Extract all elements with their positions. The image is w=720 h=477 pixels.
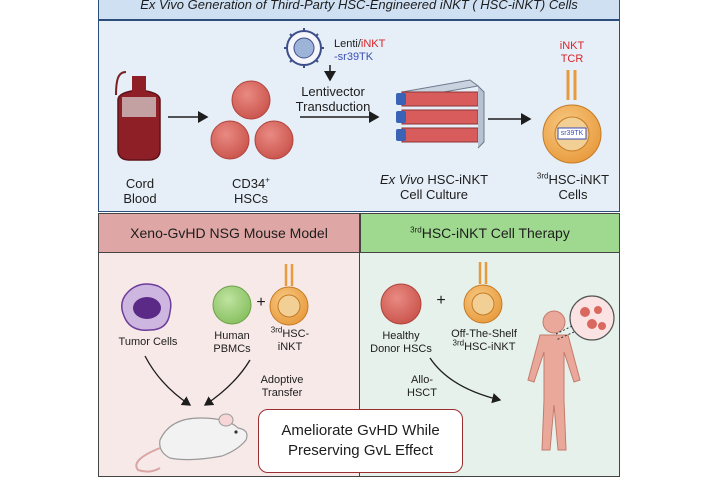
cd34-hsc-cells [210, 80, 294, 160]
cord-blood-label: Cord Blood [123, 176, 157, 206]
hsc-inkt-cell-left [269, 264, 309, 326]
left-panel-header: Xeno-GvHD NSG Mouse Model [98, 213, 360, 253]
plus-sign-right: + [436, 292, 446, 309]
right-panel-header: 3rdHSC-iNKT Cell Therapy [360, 213, 620, 253]
human-silhouette [527, 310, 581, 451]
top-panel [98, 20, 620, 212]
hsc-inkt-left-label: 3rdHSC-iNKT [270, 325, 310, 353]
cord-blood-bag [115, 71, 161, 161]
pbmc-cell [212, 285, 252, 325]
sr39tk-box-label: sr39TK [560, 130, 584, 137]
tumor-cells-label: Tumor Cells [118, 336, 178, 348]
cd34-hscs-label: CD34+HSCs [232, 175, 270, 206]
lentivirus-icon [284, 28, 324, 68]
top-panel-title: Ex Vivo Generation of Third-Party HSC-En… [98, 0, 620, 20]
mouse-icon [135, 413, 248, 473]
tumor-cell [121, 283, 172, 331]
cell-culture-flasks [396, 79, 485, 149]
off-the-shelf-hsc-inkt [463, 262, 503, 324]
healthy-donor-hsc [380, 283, 422, 325]
hsc-inkt-cell [542, 70, 602, 164]
plus-sign-left: + [256, 294, 266, 311]
tumor-inset [555, 295, 615, 341]
allo-hsct-label: Allo-HSCT [407, 374, 437, 399]
lenti-inkt-label: Lenti/iNKT-sr39TK [334, 38, 386, 63]
